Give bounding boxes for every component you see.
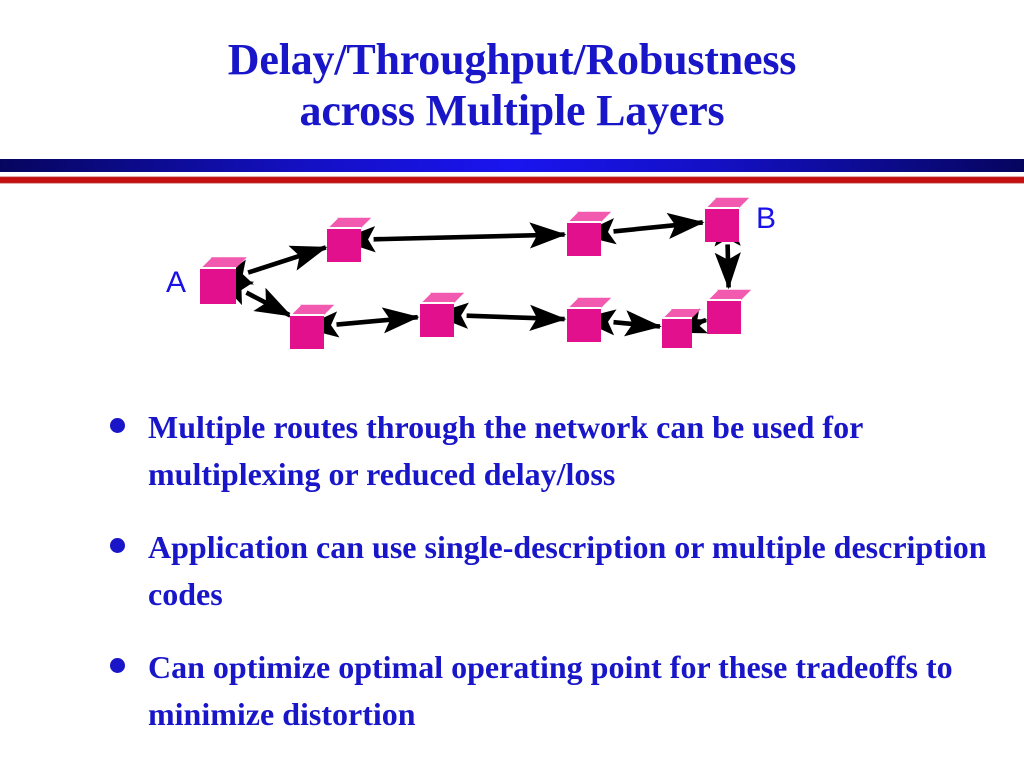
cube-highlight-edges	[326, 217, 361, 229]
bullet-text: Application can use single-description o…	[148, 529, 987, 612]
cube-front-face	[327, 228, 361, 262]
cube-highlight-edges	[566, 297, 601, 309]
list-item: Can optimize optimal operating point for…	[104, 644, 1004, 738]
cube-front-face	[705, 208, 739, 242]
network-node-cube	[419, 292, 465, 337]
network-link-arrow	[431, 302, 567, 331]
title-divider-blue	[0, 159, 1024, 172]
cube-top-face	[705, 197, 750, 208]
cube-highlight-edges	[199, 256, 236, 269]
list-item: Multiple routes through the network can …	[104, 404, 1004, 498]
cube-front-face	[567, 222, 601, 256]
network-node-cube	[289, 304, 335, 349]
list-item: Application can use single-description o…	[104, 524, 1004, 618]
network-diagram-svg	[199, 197, 752, 349]
network-link-arrow	[578, 309, 662, 337]
cube-front-face	[662, 318, 692, 348]
network-node-cube	[326, 217, 372, 262]
cube-front-face	[420, 303, 454, 337]
network-node-cube	[706, 289, 752, 334]
cube-highlight-edges	[704, 197, 739, 209]
cube-highlight-edges	[566, 211, 601, 223]
cube-top-face	[327, 217, 372, 228]
cube-top-face	[420, 292, 465, 303]
cube-front-face	[200, 268, 236, 304]
bullet-point-icon	[110, 658, 125, 673]
diagram-nodes-layer	[199, 197, 752, 349]
title-divider-red	[0, 176, 1024, 184]
network-link-arrow	[301, 307, 420, 338]
network-link-arrow	[668, 308, 708, 344]
cube-top-face	[662, 309, 701, 318]
network-link-arrow	[338, 222, 567, 253]
network-node-cube	[704, 197, 750, 242]
network-node-cube	[199, 256, 247, 304]
bullet-text: Multiple routes through the network can …	[148, 409, 863, 492]
network-node-cube	[661, 308, 701, 348]
bullet-text: Can optimize optimal operating point for…	[148, 649, 953, 732]
network-node-label-a: A	[166, 266, 187, 299]
page-title: Delay/Throughput/Robustness across Multi…	[0, 34, 1024, 136]
cube-top-face	[707, 289, 752, 300]
network-node-cube	[566, 211, 612, 256]
cube-front-face	[567, 308, 601, 342]
diagram-links-layer	[214, 209, 741, 344]
bullet-list: Multiple routes through the network can …	[104, 404, 1004, 764]
cube-top-face	[290, 304, 335, 315]
cube-top-face	[567, 211, 612, 222]
title-line-1: Delay/Throughput/Robustness	[227, 35, 797, 84]
cube-top-face	[200, 257, 247, 268]
bullet-point-icon	[110, 418, 125, 433]
cube-front-face	[290, 315, 324, 349]
cube-highlight-edges	[706, 289, 741, 301]
title-line-2: across Multiple Layers	[299, 86, 725, 135]
network-link-arrow	[214, 245, 328, 285]
cube-front-face	[707, 300, 741, 334]
bullet-point-icon	[110, 538, 125, 553]
network-link-arrow	[578, 212, 705, 245]
network-link-arrow	[215, 276, 293, 318]
cube-highlight-edges	[289, 304, 324, 316]
network-node-cube	[566, 297, 612, 342]
cube-highlight-edges	[661, 308, 692, 319]
network-node-label-b: B	[756, 202, 777, 235]
cube-highlight-edges	[419, 292, 454, 304]
network-link-arrow	[714, 209, 741, 290]
cube-top-face	[567, 297, 612, 308]
